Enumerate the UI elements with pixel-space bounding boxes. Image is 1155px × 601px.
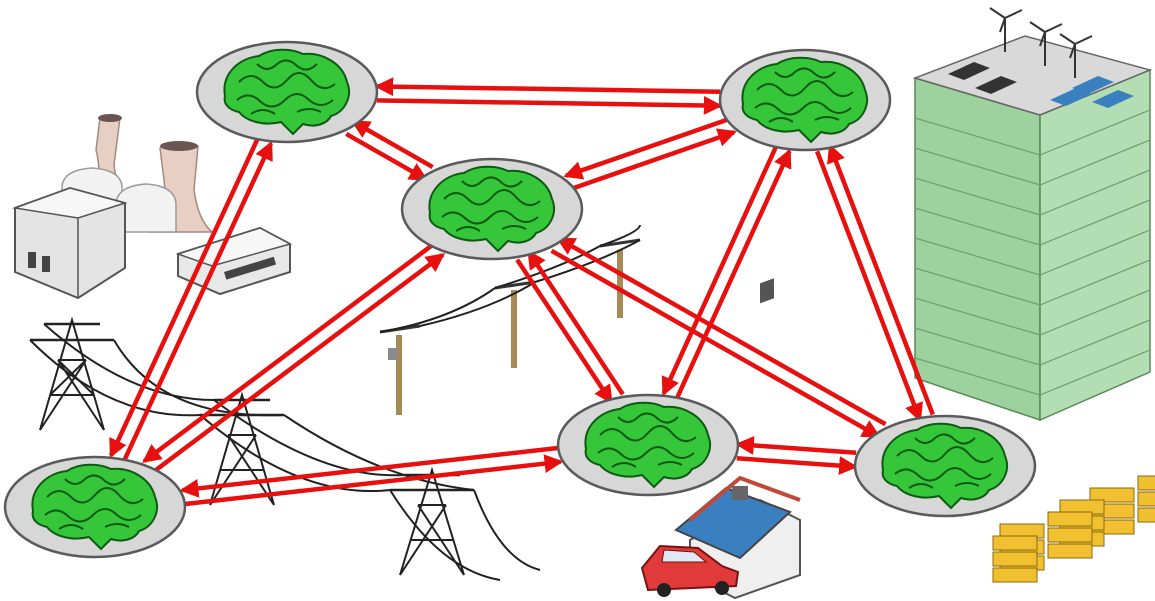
link-arrow-n3-n1 xyxy=(350,119,434,170)
link-arrow-n4-n1 xyxy=(121,140,273,463)
link-layer xyxy=(109,77,935,507)
utility-pole-icon xyxy=(379,224,641,415)
link-arrow-n4-n5 xyxy=(183,454,564,507)
link-arrow-n3-n5 xyxy=(515,258,613,405)
node-layer xyxy=(3,40,1037,559)
link-arrow-n3-n6 xyxy=(550,248,882,439)
link-arrow-n1-n2 xyxy=(376,96,723,115)
skyscraper-icon xyxy=(912,35,1153,422)
link-arrow-n5-n2 xyxy=(674,148,792,401)
link-arrow-n2-n1 xyxy=(374,77,721,97)
battery-bank-icon xyxy=(992,475,1155,583)
link-arrow-n5-n6 xyxy=(736,456,859,475)
link-arrow-n5-n4 xyxy=(179,445,560,498)
node-n3 xyxy=(400,157,584,261)
brain-icon xyxy=(584,401,711,489)
link-arrow-n3-n4 xyxy=(142,241,436,463)
link-arrow-n4-n3 xyxy=(151,253,445,475)
brain-icon xyxy=(428,165,555,253)
node-n4 xyxy=(3,455,187,559)
node-n5 xyxy=(556,393,740,497)
brain-icon xyxy=(223,48,350,136)
node-n6 xyxy=(853,414,1037,518)
link-arrow-n6-n2 xyxy=(827,143,935,416)
wind-turbine-icon xyxy=(989,7,1093,78)
link-arrow-n2-n6 xyxy=(814,150,923,423)
node-n2 xyxy=(718,48,892,152)
link-arrow-n3-n2 xyxy=(569,128,737,192)
brain-icon xyxy=(881,422,1008,510)
node-n1 xyxy=(195,40,379,144)
link-arrow-n1-n3 xyxy=(345,131,429,182)
link-arrow-n1-n4 xyxy=(109,136,261,459)
electric-car-icon xyxy=(640,544,740,597)
brain-icon xyxy=(31,463,158,551)
power-plant-icon xyxy=(12,114,292,300)
link-arrow-n5-n3 xyxy=(527,249,625,396)
link-arrow-n6-n3 xyxy=(555,236,887,427)
link-arrow-n2-n5 xyxy=(661,144,779,397)
brain-icon xyxy=(741,56,868,144)
link-arrow-n2-n3 xyxy=(563,116,731,180)
link-arrow-n6-n5 xyxy=(734,436,857,455)
